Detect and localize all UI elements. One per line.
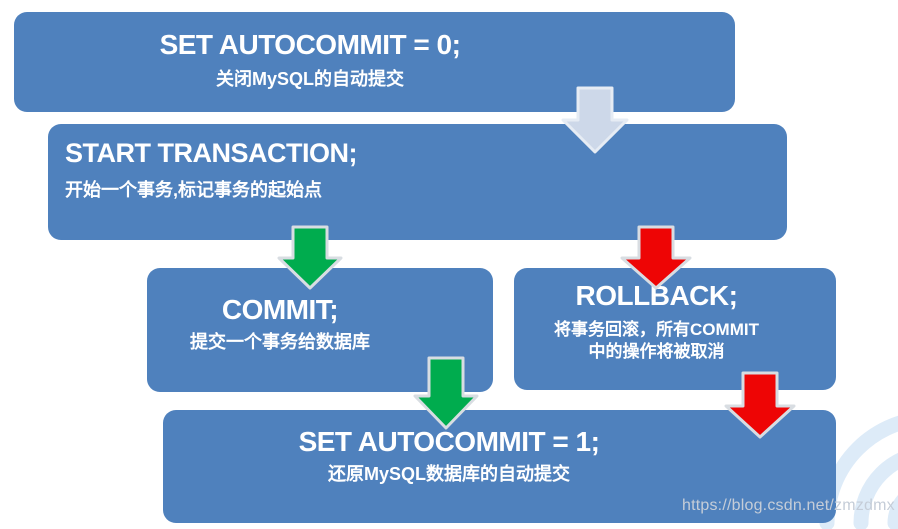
blog-url-watermark: https://blog.csdn.net/zmzdmx bbox=[682, 497, 895, 514]
box-subtitle-line1: 将事务回滚，所有COMMIT bbox=[554, 320, 759, 340]
box-subtitle: 开始一个事务,标记事务的起始点 bbox=[65, 180, 322, 201]
box-title: SET AUTOCOMMIT = 1; bbox=[298, 426, 600, 457]
flow-box-set-autocommit-0: SET AUTOCOMMIT = 0; 关闭MySQL的自动提交 bbox=[14, 12, 735, 112]
box-title: ROLLBACK; bbox=[575, 280, 738, 311]
flow-box-start-transaction: START TRANSACTION; 开始一个事务,标记事务的起始点 bbox=[48, 124, 787, 240]
box-title: START TRANSACTION; bbox=[65, 138, 357, 168]
box-subtitle: 提交一个事务给数据库 bbox=[190, 332, 370, 353]
box-title: COMMIT; bbox=[221, 294, 339, 325]
flow-box-set-autocommit-1: SET AUTOCOMMIT = 1; 还原MySQL数据库的自动提交 bbox=[163, 410, 836, 523]
box-subtitle-line2: 中的操作将被取消 bbox=[588, 342, 725, 362]
box-subtitle: 还原MySQL数据库的自动提交 bbox=[327, 464, 570, 485]
box-subtitle: 将事务回滚，所有COMMIT 中的操作将被取消 bbox=[514, 319, 799, 363]
box-subtitle: 关闭MySQL的自动提交 bbox=[215, 69, 404, 90]
box-title: SET AUTOCOMMIT = 0; bbox=[159, 29, 461, 60]
flow-box-commit: COMMIT; 提交一个事务给数据库 bbox=[147, 268, 493, 392]
flow-box-rollback: ROLLBACK; 将事务回滚，所有COMMIT 中的操作将被取消 bbox=[514, 268, 836, 390]
